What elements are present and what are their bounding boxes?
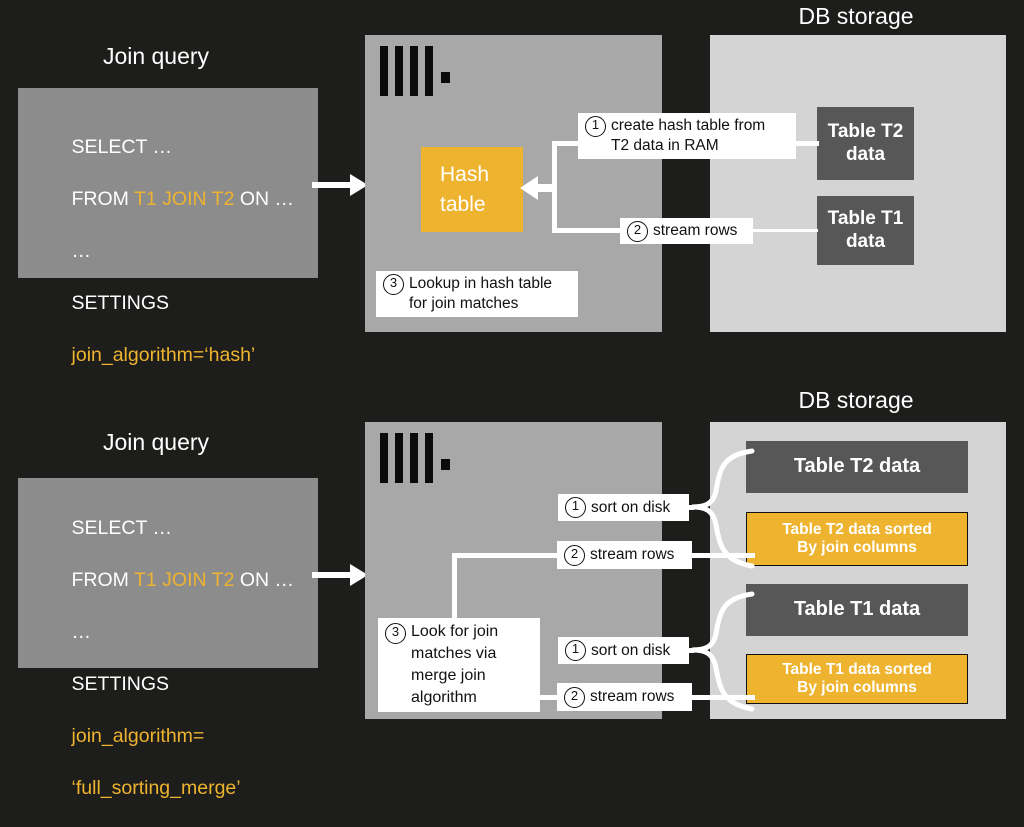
panel2-step-3-number: 3 (385, 623, 406, 644)
panel2-flow-arrow-icon (312, 564, 368, 586)
table-t1-data-label: Table T1 data (793, 598, 921, 621)
table-t2-data-label: Table T2 data (793, 455, 921, 478)
panel2-query-line2-from: FROM (71, 569, 134, 591)
panel1-query-box: SELECT … FROM T1 JOIN T2 ON … … SETTINGS… (18, 88, 318, 366)
panel1-db-storage-box: Table T2 data Table T1 data (710, 35, 1006, 332)
hash-table-line2: table (440, 192, 486, 216)
panel1-step-2-number: 2 (627, 220, 648, 242)
table-t1-data-box: Table T1 data (817, 196, 914, 265)
panel2-query-line4: SETTINGS (71, 673, 170, 695)
panel2-step-1-t1-text: sort on disk (591, 641, 671, 659)
panel1-query-line2-join: T1 JOIN T2 (134, 188, 235, 210)
panel1-step-2-text: stream rows (653, 222, 738, 239)
table-t1-data-box: Table T1 data (746, 584, 968, 636)
table-t2-data-box: Table T2 data (746, 441, 968, 493)
panel1-db-storage-heading: DB storage (798, 3, 914, 29)
panel2-connector-merge-spine (452, 553, 457, 631)
panel2-step-1-t1-number: 1 (565, 640, 586, 661)
table-t1-data-label: Table T1 data (827, 208, 904, 252)
panel1-step-3-number: 3 (383, 274, 404, 295)
panel1-step-3-callout: 3 Lookup in hash table for join matches (376, 271, 578, 317)
table-t1-sorted-box: Table T1 data sorted By join columns (746, 654, 968, 704)
panel2-step-1-t2-callout: 1 sort on disk (558, 494, 689, 521)
panel2-step-3-text: Look for join matches via merge join alg… (411, 623, 499, 706)
panel1-join-query-heading: Join query (102, 43, 210, 69)
table-t2-sorted-box: Table T2 data sorted By join columns (746, 512, 968, 566)
panel2-step-2-t1-callout: 2 stream rows (557, 683, 692, 711)
table-t2-sorted-label: Table T2 data sorted By join columns (782, 520, 932, 556)
panel1-query-line4: SETTINGS (71, 292, 170, 314)
panel2-step-2-t2-number: 2 (564, 544, 585, 566)
panel1-query-line2-on: ON … (234, 188, 295, 210)
clickhouse-logo-icon (380, 46, 465, 96)
panel1-step-1-number: 1 (585, 116, 606, 137)
panel2-step-3-callout: 3 Look for join matches via merge join a… (378, 618, 540, 712)
panel2-db-storage-box: Table T2 data Table T2 data sorted By jo… (710, 422, 1006, 719)
panel2-step-1-t2-text: sort on disk (591, 498, 671, 516)
panel1-query-line2-from: FROM (71, 188, 134, 210)
panel1-step-2-callout: 2 stream rows (620, 218, 753, 244)
hash-table-line1: Hash (440, 162, 490, 186)
panel2-step-2-t1-number: 2 (564, 686, 585, 708)
panel2-step-2-t2-callout: 2 stream rows (557, 541, 692, 569)
panel1-step-1-callout: 1 create hash table from T2 data in RAM (578, 113, 796, 159)
panel2-query-box: SELECT … FROM T1 JOIN T2 ON … … SETTINGS… (18, 478, 318, 799)
panel2-query-line3: … (71, 621, 92, 643)
table-t2-data-label: Table T2 data (827, 121, 904, 165)
panel2-connector-t1sorted-to-step2 (690, 695, 755, 700)
panel1-step-3-text: Lookup in hash table for join matches (409, 275, 553, 312)
panel-full-sorting-merge-join: Join query DB storage SELECT … FROM T1 J… (0, 384, 1024, 799)
table-t1-sorted-label: Table T1 data sorted By join columns (782, 660, 932, 696)
panel2-step-2-t2-text: stream rows (590, 546, 675, 563)
panel2-query-line1: SELECT … (71, 517, 172, 539)
panel1-connector-step1-to-spine (552, 141, 580, 146)
panel1-hash-arrow-icon (520, 176, 556, 200)
panel2-step-1-t2-number: 1 (565, 497, 586, 518)
panel1-query-text: SELECT … FROM T1 JOIN T2 ON … … SETTINGS… (39, 108, 295, 394)
panel2-connector-step2-bottom-in (528, 695, 560, 700)
panel2-db-storage-heading: DB storage (798, 387, 914, 413)
panel2-step-2-t1-text: stream rows (590, 688, 675, 705)
clickhouse-logo-icon (380, 433, 465, 483)
hash-table-box: Hash table (421, 147, 523, 232)
table-t2-data-box: Table T2 data (817, 107, 914, 180)
panel1-query-line3: … (71, 240, 92, 262)
panel2-join-query-heading: Join query (102, 429, 210, 455)
panel2-query-line2-on: ON … (234, 569, 295, 591)
panel2-connector-t2sorted-to-step2 (690, 553, 755, 558)
panel1-flow-arrow-icon (312, 174, 368, 196)
panel2-query-line5: join_algorithm= (71, 725, 205, 747)
panel1-query-line5: join_algorithm=‘hash’ (71, 344, 256, 366)
panel-hash-join: Join query DB storage SELECT … FROM T1 J… (0, 0, 1024, 384)
panel2-query-line2-join: T1 JOIN T2 (134, 569, 235, 591)
panel2-step-1-t1-callout: 1 sort on disk (558, 637, 689, 664)
panel2-query-line6: ‘full_sorting_merge’ (71, 777, 241, 799)
panel1-connector-t1-to-step2 (750, 229, 818, 232)
panel1-query-line1: SELECT … (71, 136, 172, 158)
panel2-connector-step2-top-in (452, 553, 557, 558)
panel1-connector-spine-to-step2 (552, 228, 622, 233)
panel1-step-1-text: create hash table from T2 data in RAM (611, 117, 766, 154)
panel2-query-text: SELECT … FROM T1 JOIN T2 ON … … SETTINGS… (39, 489, 295, 827)
panel1-connector-t2-to-step1 (795, 141, 819, 146)
